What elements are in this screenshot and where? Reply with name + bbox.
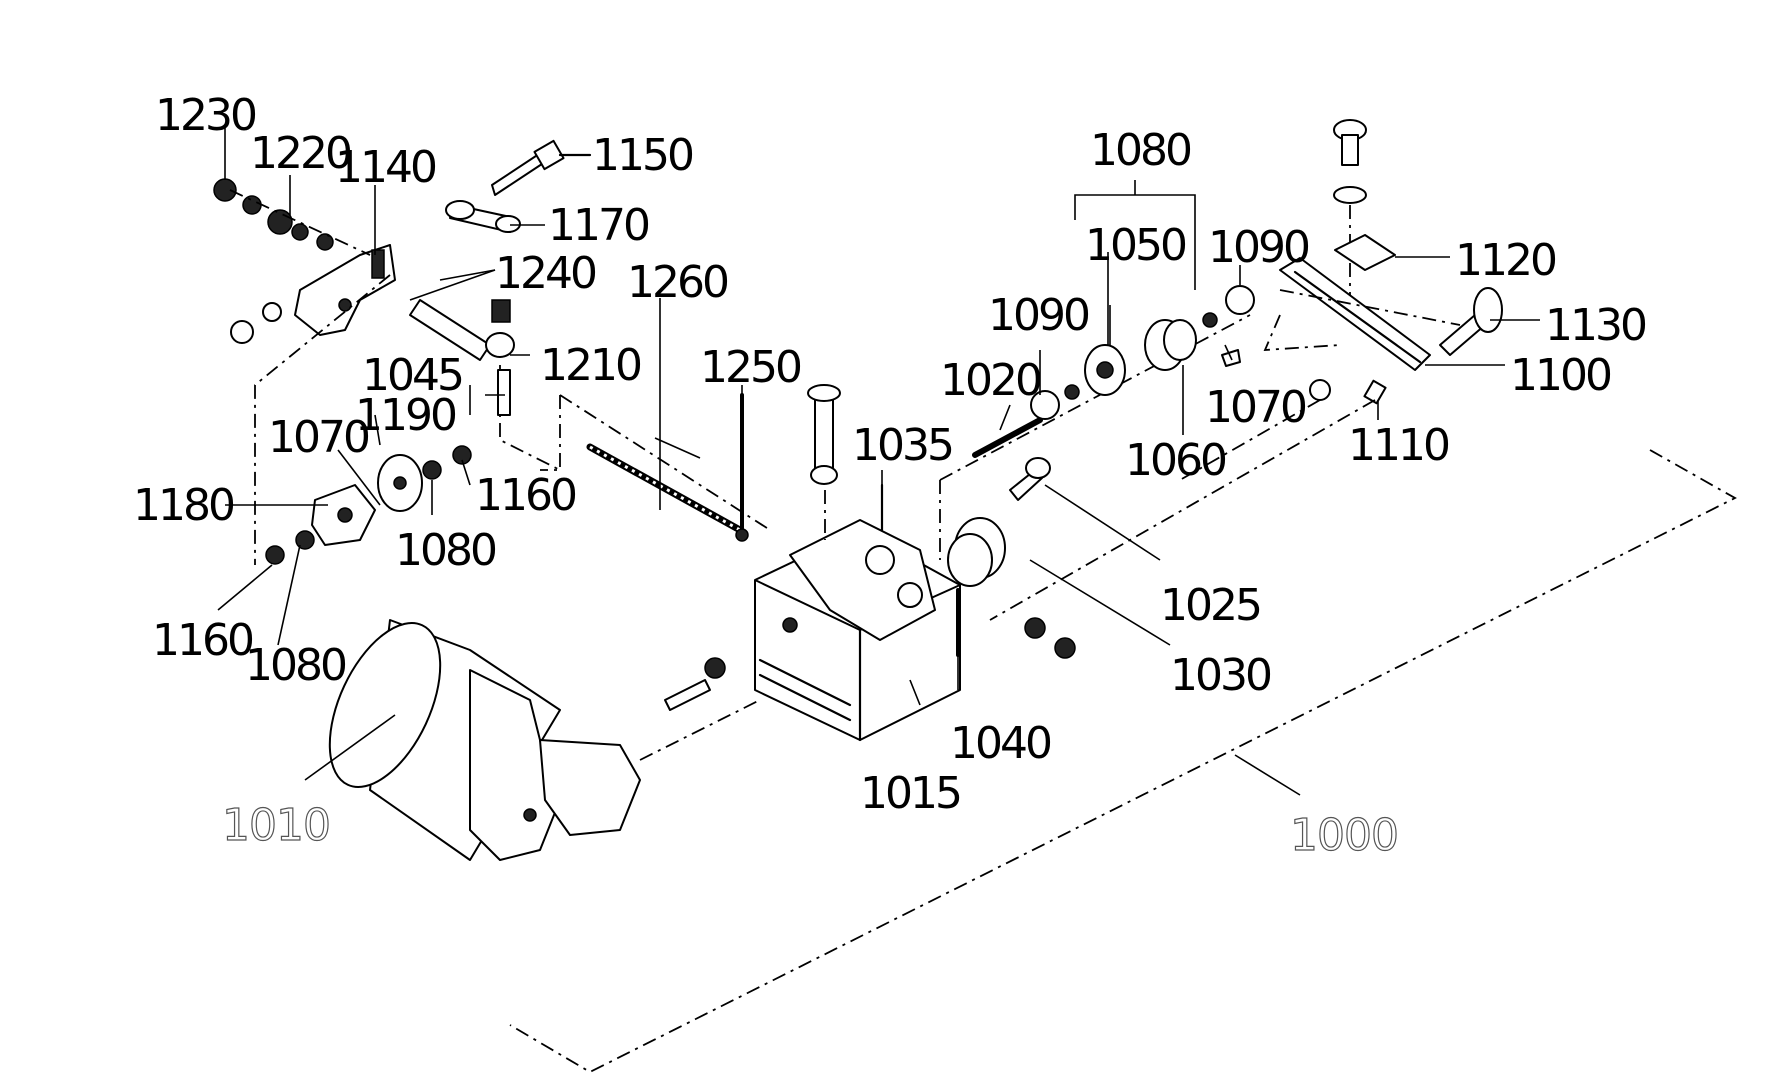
label-1190: 1190: [355, 390, 456, 441]
label-1025: 1025: [1160, 580, 1260, 631]
label-1080-low: 1080: [245, 640, 346, 691]
screw-1025: [1009, 457, 1051, 501]
label-1015: 1015: [860, 768, 960, 819]
label-1150: 1150: [592, 130, 693, 181]
label-1230: 1230: [155, 90, 256, 141]
shaft-1020: [939, 285, 1255, 560]
label-1040: 1040: [950, 718, 1051, 769]
crank-1180: [265, 369, 511, 565]
label-1035: 1035: [852, 420, 952, 471]
gear-1030: [947, 517, 1076, 659]
label-1130: 1130: [1545, 300, 1646, 351]
linkage-arm-1140: [213, 178, 396, 344]
assembly-bracket: [509, 449, 1737, 1074]
label-1100: 1100: [1510, 350, 1611, 401]
label-1080-mid: 1080: [395, 525, 496, 576]
label-1120: 1120: [1455, 235, 1556, 286]
label-1140: 1140: [335, 142, 436, 193]
label-1160-mid: 1160: [475, 470, 576, 521]
label-1260: 1260: [627, 257, 728, 308]
rack-1100: [1263, 257, 1461, 371]
label-1180: 1180: [133, 480, 234, 531]
label-1090-left: 1090: [988, 290, 1089, 341]
label-1070-right: 1070: [1205, 382, 1306, 433]
label-1020: 1020: [940, 355, 1041, 406]
leader-lines: [217, 128, 1540, 706]
label-1070-left: 1070: [268, 412, 369, 463]
label-1045: 1045: [362, 350, 462, 401]
bolt-1150: [491, 139, 592, 196]
label-1090-right: 1090: [1208, 222, 1309, 273]
label-1220: 1220: [250, 128, 351, 179]
label-1250: 1250: [700, 342, 801, 393]
bolt-top: [1333, 119, 1367, 295]
bolt-1035: [807, 384, 884, 540]
label-1160-low: 1160: [152, 615, 253, 666]
label-1060: 1060: [1125, 435, 1226, 486]
label-1240: 1240: [495, 248, 596, 299]
motor-1010: [304, 619, 761, 861]
label-1030: 1030: [1170, 650, 1271, 701]
shaft-end-1130: [1439, 287, 1503, 356]
label-1010: 1010: [222, 800, 330, 851]
label-1210: 1210: [540, 340, 641, 391]
link-rod-1170: [409, 200, 521, 361]
label-1000: 1000: [1290, 810, 1398, 861]
label-1050: 1050: [1085, 220, 1186, 271]
bolt-under-gearbox: [664, 657, 726, 711]
label-1170: 1170: [548, 200, 649, 251]
part-labels: 1230 1220 1140 1150 1170 1240 1260 1250 …: [133, 90, 1649, 862]
label-1110: 1110: [1348, 420, 1449, 471]
label-1080-top: 1080: [1090, 125, 1191, 176]
shaft-1260: [586, 393, 749, 542]
gearbox-1015: [754, 519, 961, 742]
plate-1120: [1334, 234, 1396, 271]
